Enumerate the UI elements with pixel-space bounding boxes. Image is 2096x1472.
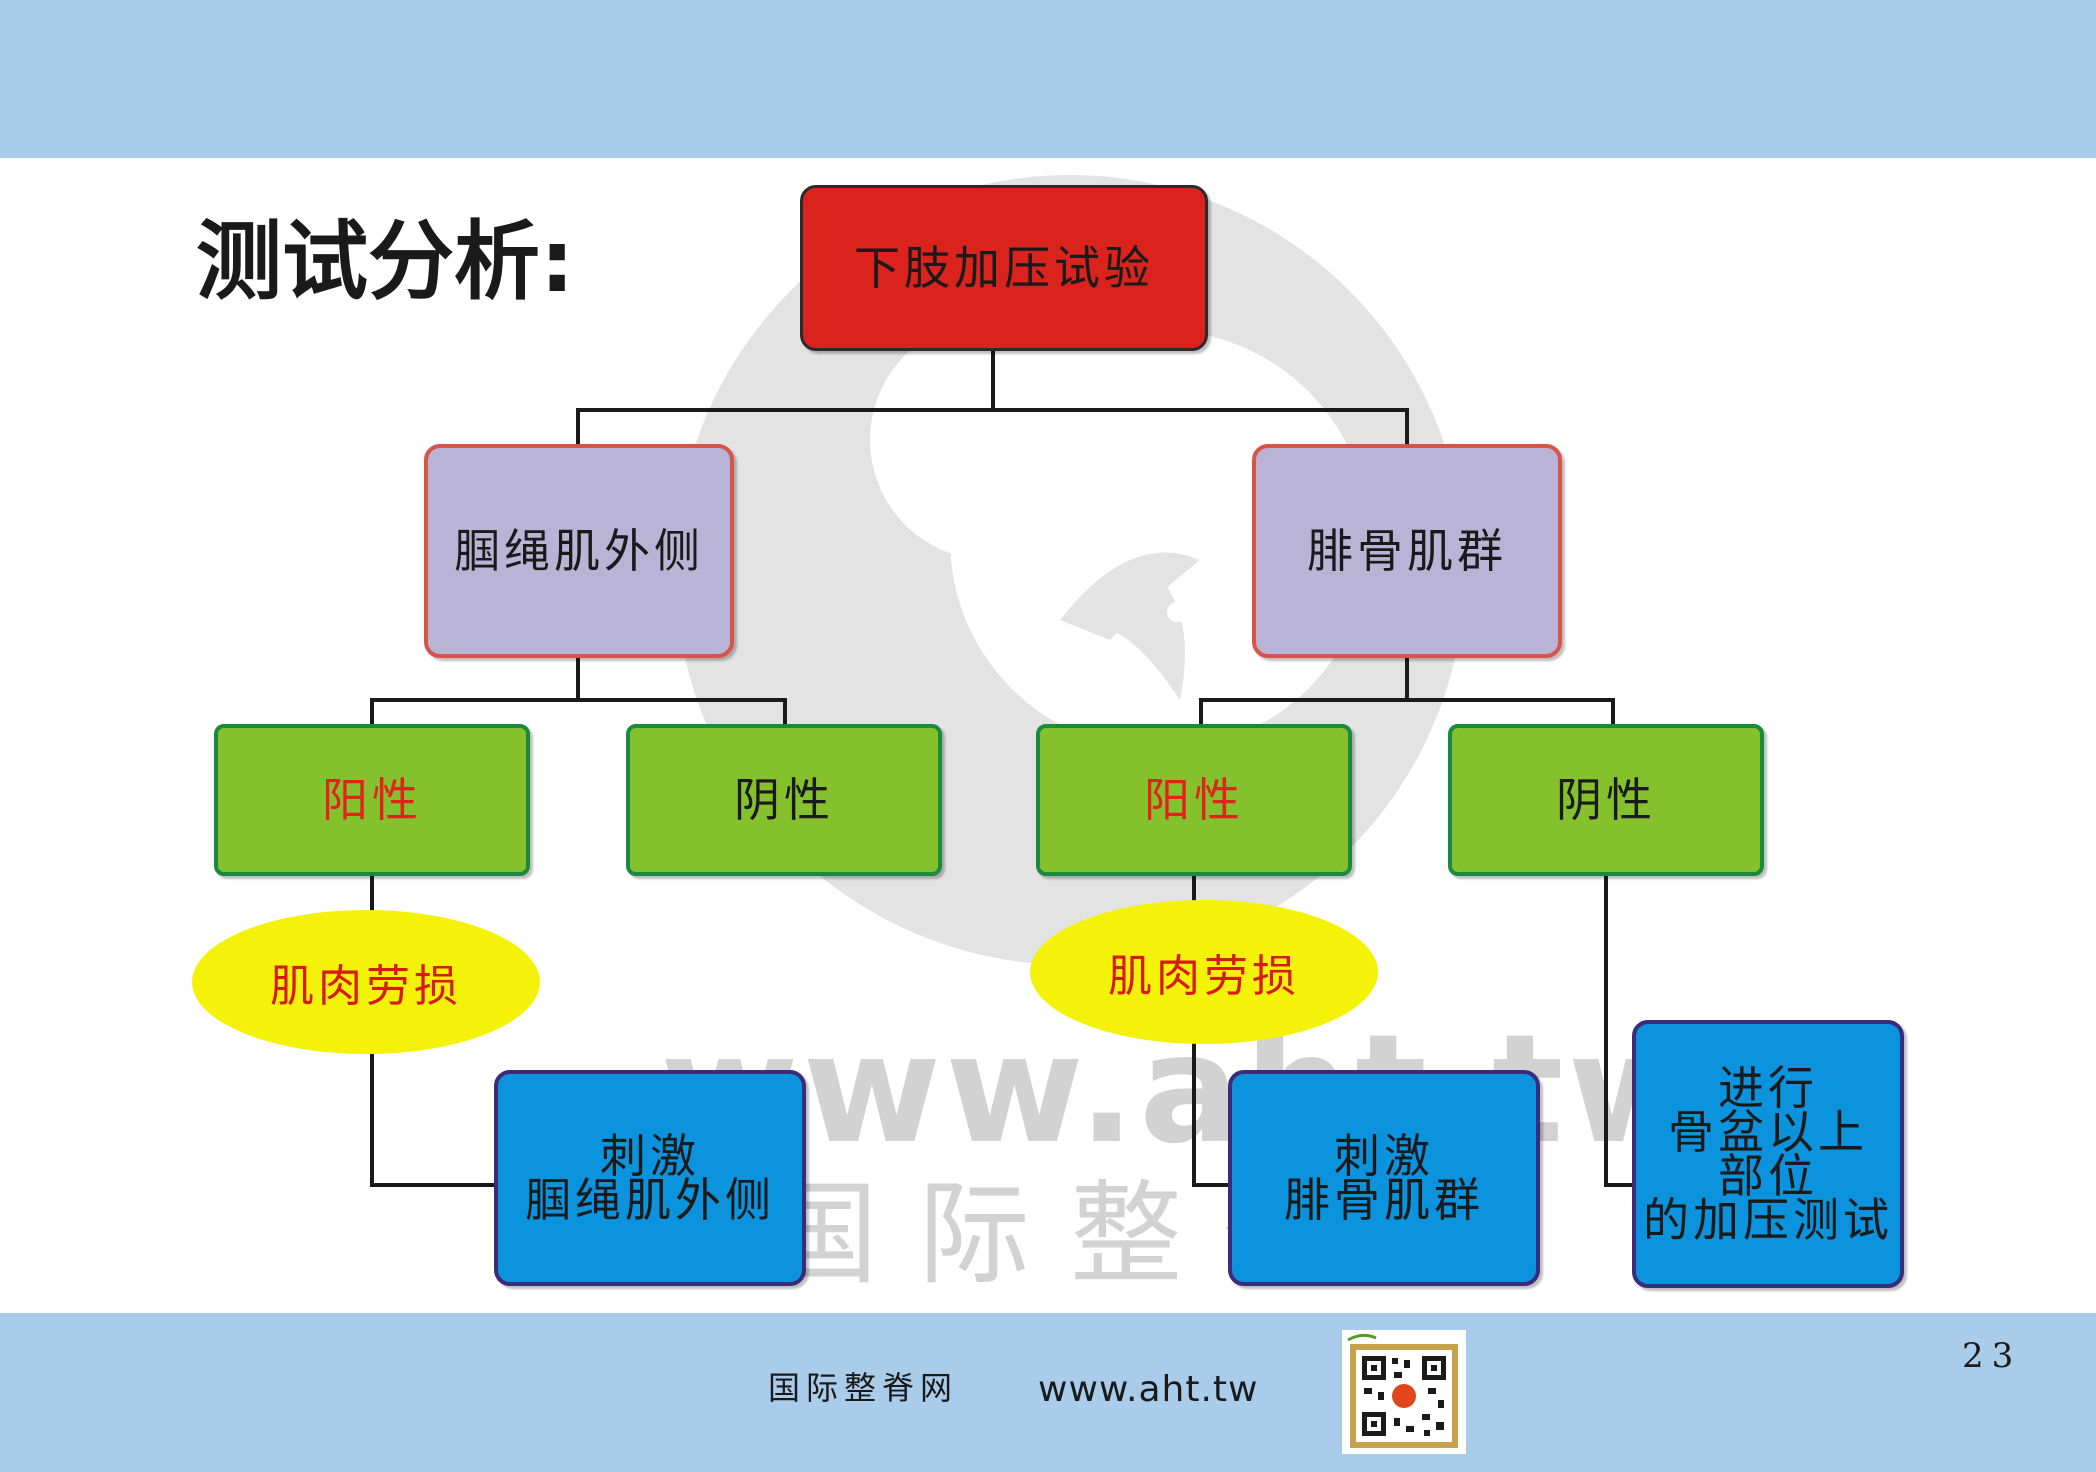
negative-action-line1: 进行 (1718, 1061, 1818, 1115)
right-branch-node: 腓骨肌群 (1252, 444, 1562, 658)
left-branch-label: 腘绳肌外侧 (454, 524, 704, 578)
right-action-line1: 刺激 (1334, 1129, 1434, 1183)
slide-title: 测试分析: (196, 212, 575, 312)
left-diagnosis-node: 肌肉劳损 (192, 910, 540, 1054)
negative-action-line3: 部位 (1718, 1149, 1818, 1203)
qr-code-icon (1342, 1330, 1466, 1454)
left-branch-node: 腘绳肌外侧 (424, 444, 734, 658)
footer-site-name: 国际整脊网 (768, 1369, 959, 1407)
right-branch-label: 腓骨肌群 (1307, 524, 1507, 578)
negative-action-node: 进行 骨盆以上 部位 的加压测试 (1632, 1020, 1904, 1288)
top-band (0, 0, 2096, 158)
right-negative-connector (1604, 875, 1633, 1187)
left-negative-label: 阴性 (734, 773, 834, 827)
left-action-node: 刺激 腘绳肌外侧 (494, 1070, 806, 1286)
footer-url: www.aht.tw (1038, 1369, 1259, 1410)
left-positive-label: 阳性 (322, 773, 422, 827)
root-node: 下肢加压试验 (800, 185, 1208, 351)
left-diagnosis-label: 肌肉劳损 (270, 961, 462, 1012)
negative-action-line4: 的加压测试 (1643, 1193, 1893, 1247)
left-positive-node: 阳性 (214, 724, 530, 876)
left-action-line1: 刺激 (600, 1129, 700, 1183)
right-action-line2: 腓骨肌群 (1284, 1173, 1484, 1227)
right-split (1199, 698, 1615, 725)
left-split (370, 698, 787, 725)
negative-action-line2: 骨盆以上 (1668, 1105, 1868, 1159)
right-action-node: 刺激 腓骨肌群 (1228, 1070, 1540, 1286)
right-negative-node: 阴性 (1448, 724, 1764, 876)
root-split (576, 408, 1409, 445)
bottom-band (0, 1313, 2096, 1472)
right-diagnosis-label: 肌肉劳损 (1108, 951, 1300, 1002)
left-negative-node: 阴性 (626, 724, 942, 876)
page-number: 23 (1962, 1336, 2022, 1376)
root-node-label: 下肢加压试验 (854, 241, 1154, 295)
right-diagnosis-node: 肌肉劳损 (1030, 900, 1378, 1044)
left-action-line2: 腘绳肌外侧 (525, 1173, 775, 1227)
right-positive-label: 阳性 (1144, 773, 1244, 827)
right-negative-label: 阴性 (1556, 773, 1656, 827)
right-positive-node: 阳性 (1036, 724, 1352, 876)
